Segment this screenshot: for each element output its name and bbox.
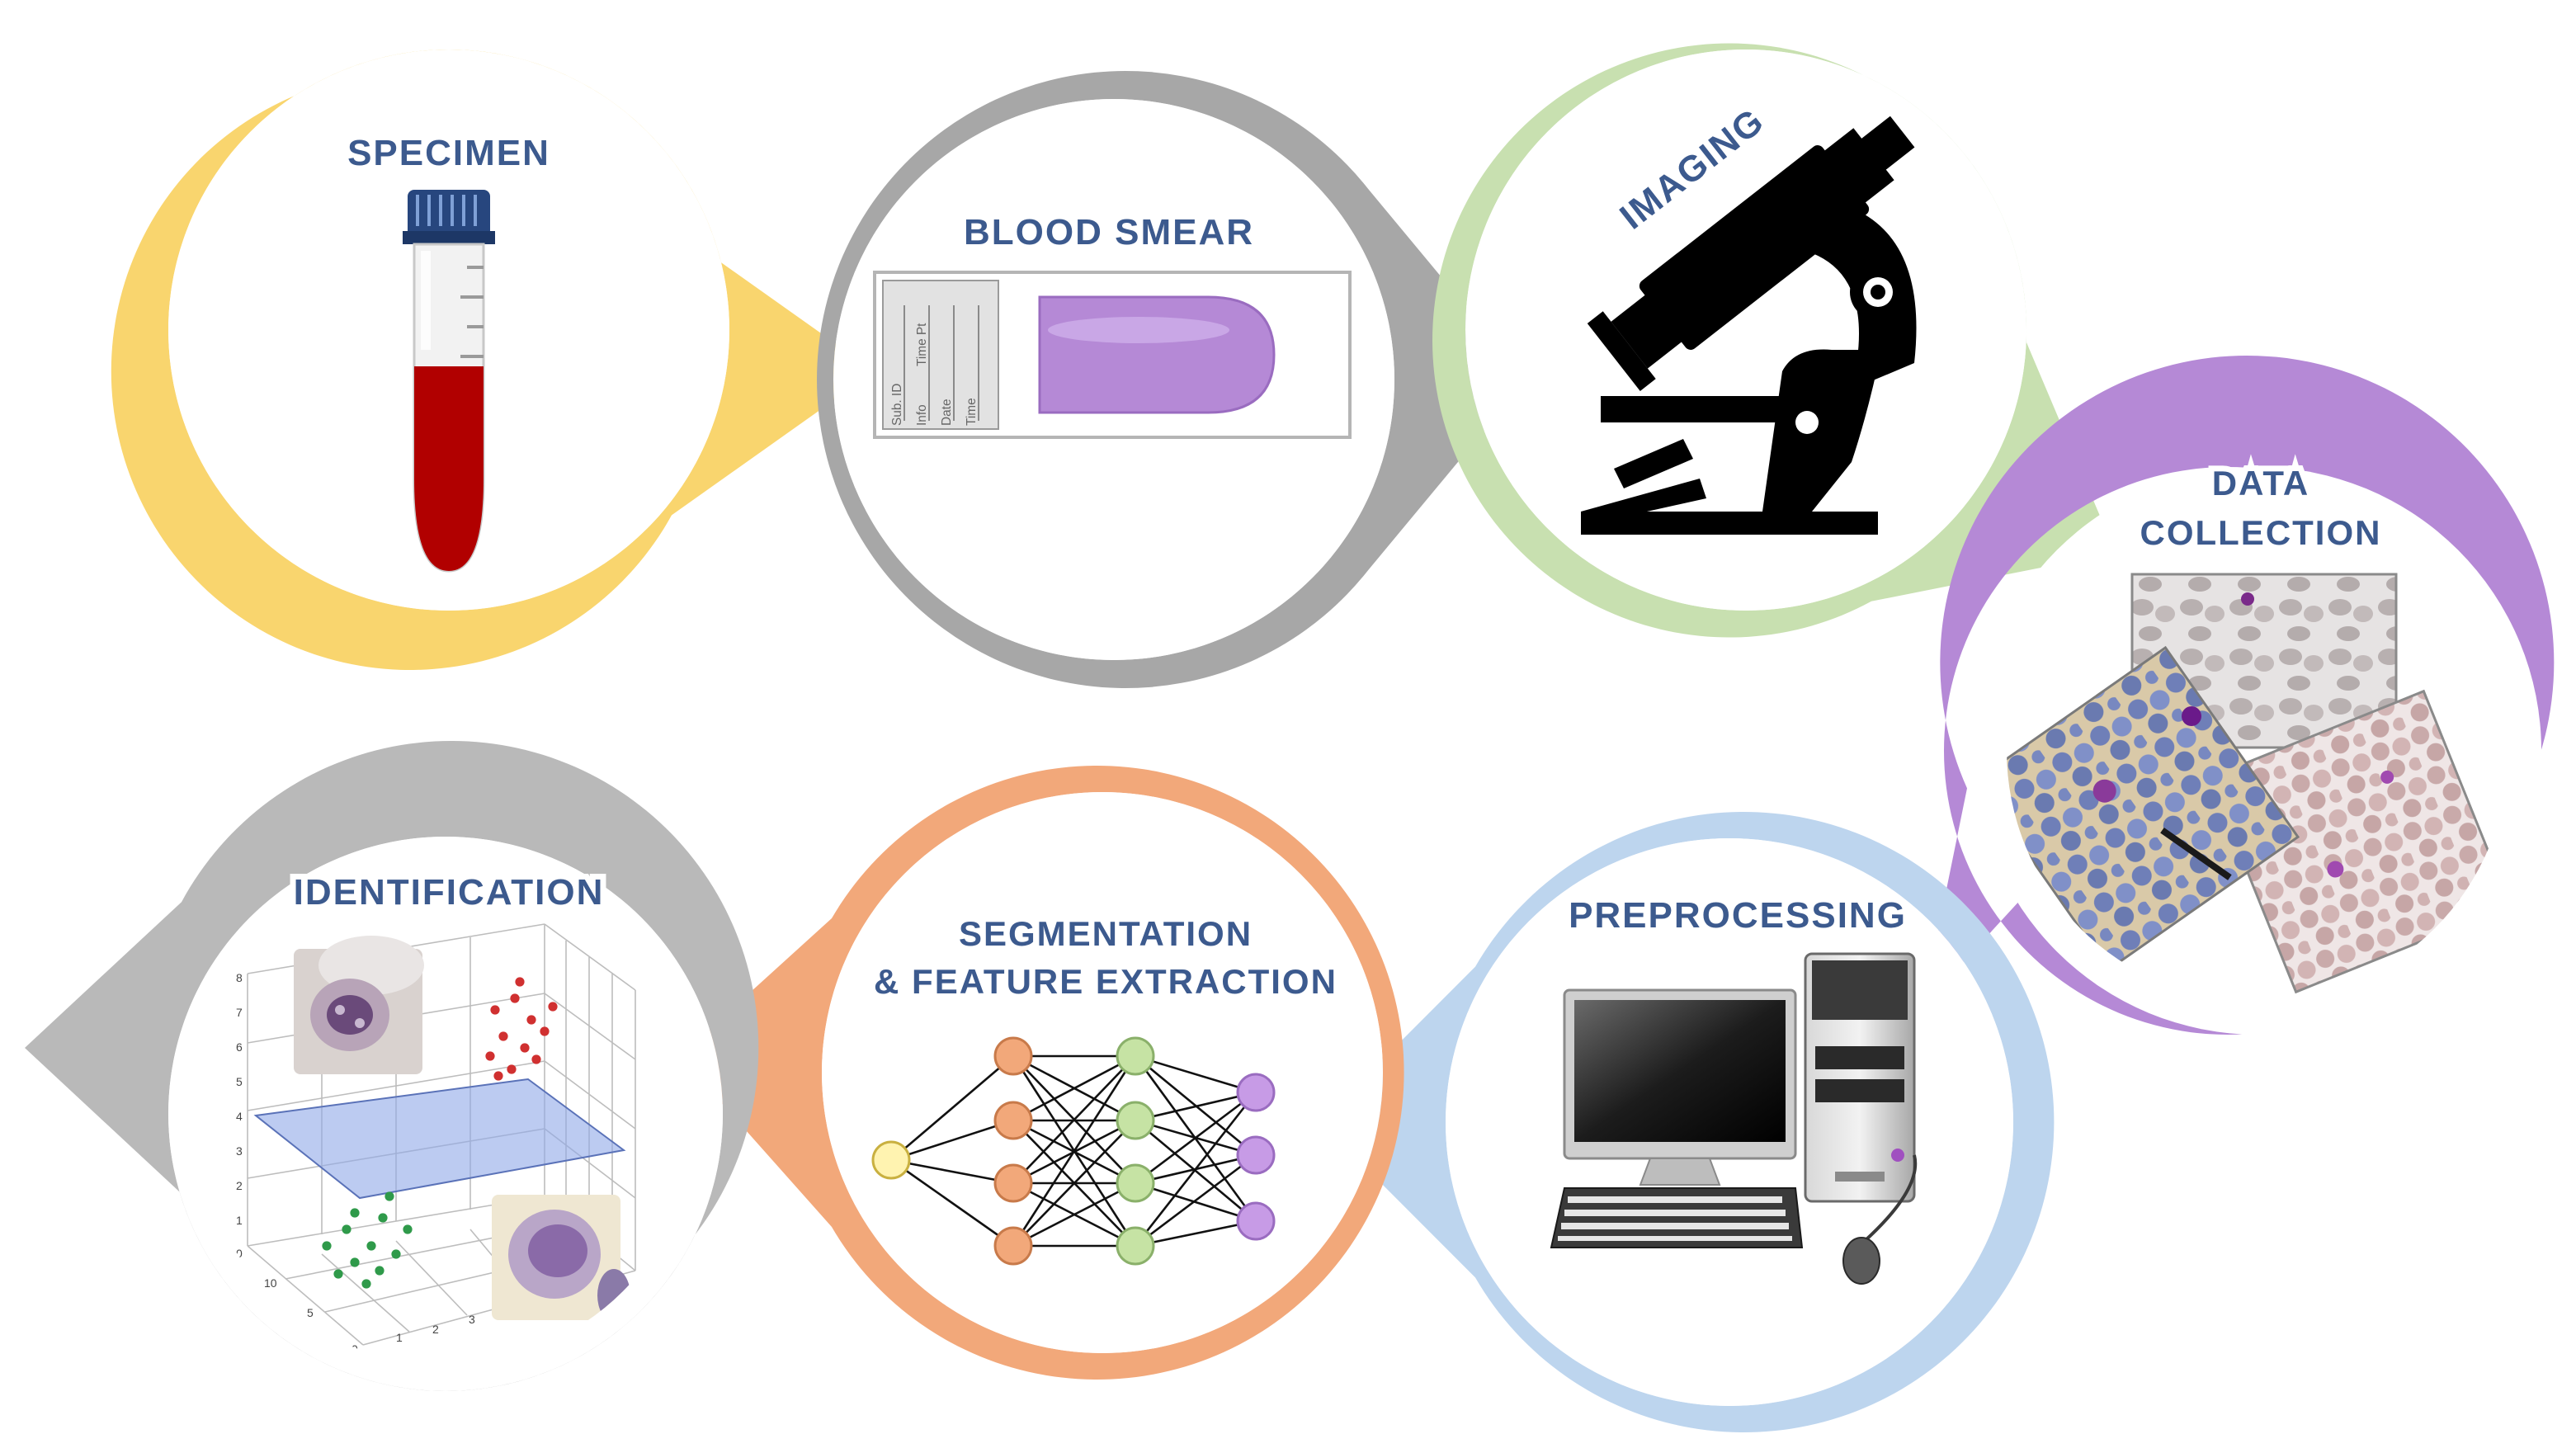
microscope-icon <box>1581 116 1917 535</box>
slide-field-sub-id: Sub. ID <box>890 384 904 426</box>
z-tick: 1 <box>236 1214 243 1227</box>
blood-smear-film <box>1038 295 1276 414</box>
blood-smear-title: BLOOD SMEAR <box>964 212 1254 252</box>
z-tick: 5 <box>236 1075 243 1088</box>
z-tick: 3 <box>236 1144 243 1158</box>
identification-title: IDENTIFICATION <box>294 872 605 913</box>
y-tick: 10 <box>264 1276 277 1290</box>
nn-hidden2-node <box>1116 1163 1155 1203</box>
nn-output-node <box>1236 1135 1276 1175</box>
glass-slide: Sub. ID Info Time Pt Date Time <box>873 271 1352 439</box>
x-tick: 1 <box>396 1331 403 1344</box>
specimen-title: SPECIMEN <box>347 133 550 173</box>
nn-hidden1-node <box>993 1226 1033 1266</box>
segmentation-ring <box>680 766 1404 1380</box>
nn-hidden1-node <box>993 1163 1033 1203</box>
data-collection-title-line1: DATA <box>2212 464 2309 502</box>
x-tick: 3 <box>469 1313 475 1326</box>
nn-output-node <box>1236 1201 1276 1241</box>
decision-plane <box>253 1078 626 1200</box>
x-tick: 2 <box>432 1323 439 1336</box>
nn-output-node <box>1236 1073 1276 1112</box>
z-tick: 4 <box>236 1110 243 1123</box>
nn-hidden2-node <box>1116 1226 1155 1266</box>
test-tube-icon <box>403 190 495 573</box>
cell-photo-bottom <box>492 1195 630 1322</box>
z-tick: 0 <box>236 1247 243 1260</box>
slide-field-date: Date <box>940 399 954 426</box>
data-collection-title-line2: COLLECTION <box>2140 513 2382 552</box>
z-tick: 6 <box>236 1040 243 1054</box>
nn-hidden2-node <box>1116 1036 1155 1076</box>
nn-hidden1-node <box>993 1036 1033 1076</box>
preprocessing-title: PREPROCESSING <box>1569 895 1907 936</box>
slide-field-time-pt: Time Pt <box>915 323 929 366</box>
stage-imaging <box>1432 43 2116 638</box>
slide-field-time: Time <box>965 398 979 426</box>
identification-ring <box>25 741 759 1392</box>
smear-images-stack <box>2007 573 2508 994</box>
cell-photo-top <box>294 936 424 1074</box>
computer-icon <box>1550 952 1918 1285</box>
nn-input-node <box>871 1140 911 1180</box>
segmentation-title-line1: SEGMENTATION <box>959 914 1253 953</box>
z-tick: 8 <box>236 971 243 984</box>
stage-segmentation <box>680 766 1404 1380</box>
segmentation-title-line2: & FEATURE EXTRACTION <box>874 962 1338 1001</box>
nn-hidden1-node <box>993 1101 1033 1140</box>
nn-hidden2-node <box>1116 1101 1155 1140</box>
z-tick: 7 <box>236 1006 243 1019</box>
y-tick: 5 <box>307 1306 314 1319</box>
z-tick: 2 <box>236 1179 243 1192</box>
neural-network-icon <box>871 1036 1276 1266</box>
blood-smear-ring <box>817 71 1526 689</box>
scatter-3d-icon: 8 7 6 5 4 3 2 1 0 10 5 0 1 2 3 4 5 6 <box>236 923 644 1356</box>
slide-field-info: Info <box>915 404 929 426</box>
